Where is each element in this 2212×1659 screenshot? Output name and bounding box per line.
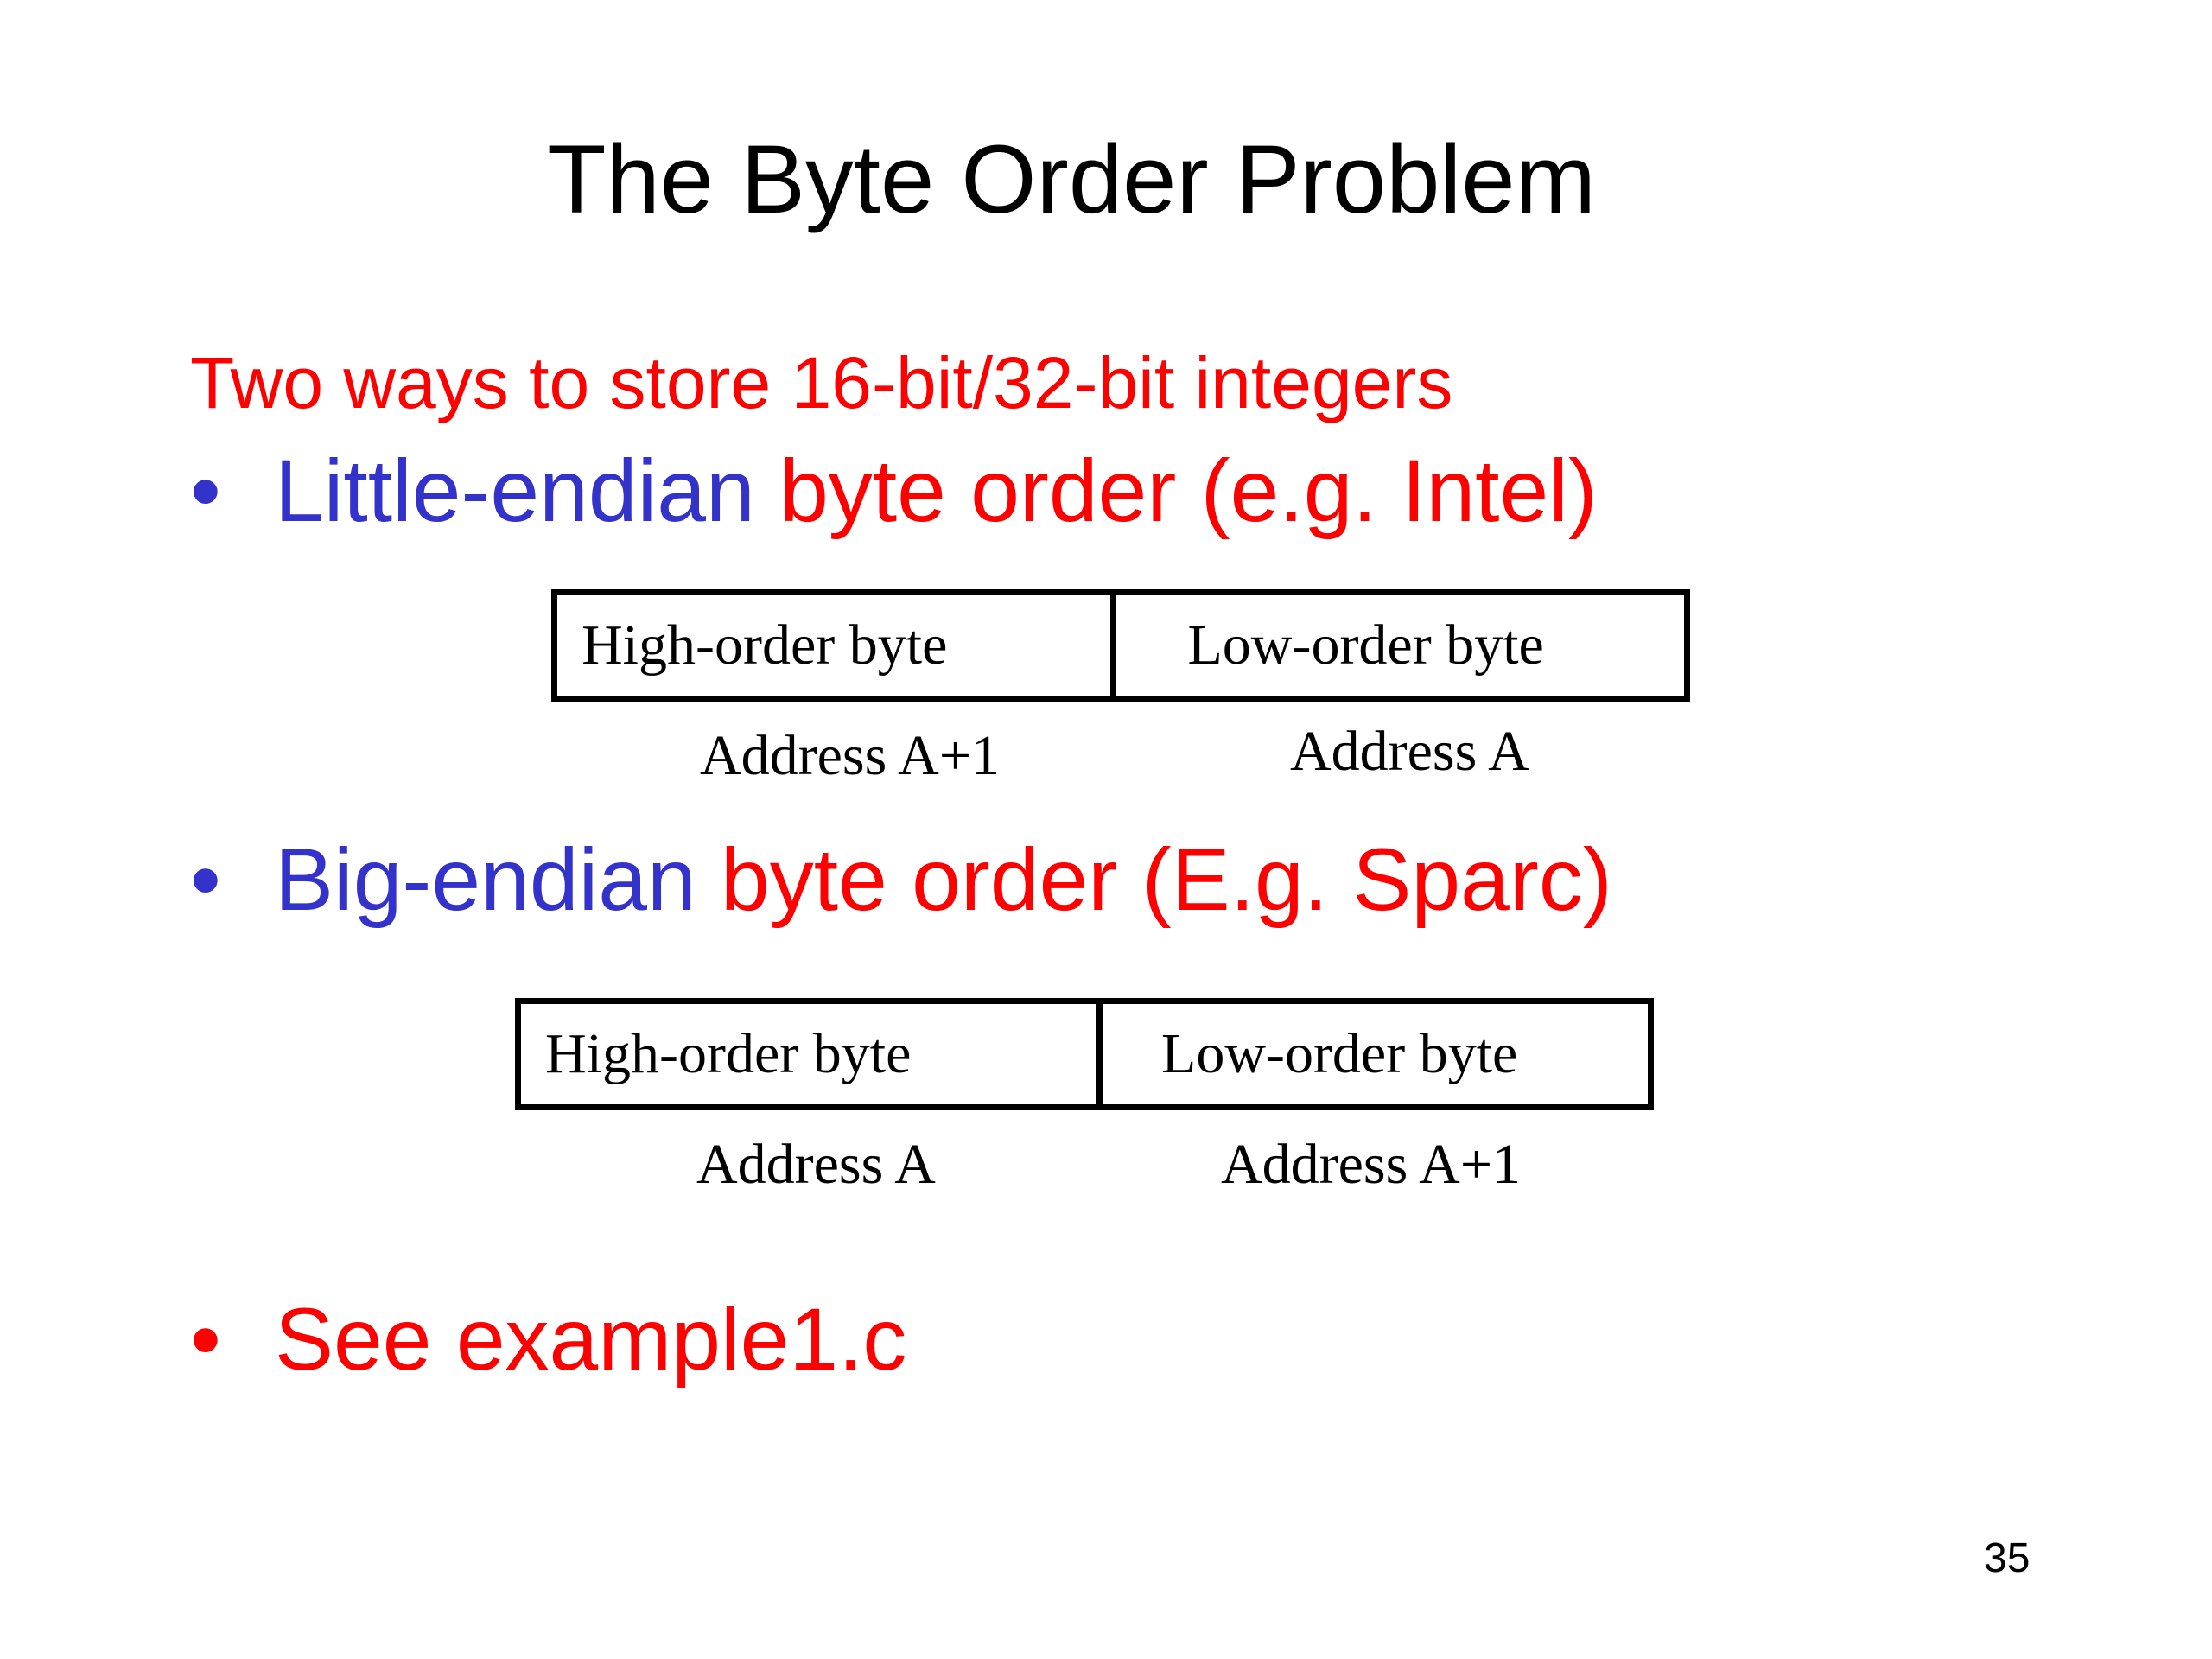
little-endian-diagram: High-order byte Low-order byte	[551, 589, 1690, 702]
bullet-symbol: •	[190, 1290, 221, 1389]
intro-text: Two ways to store 16-bit/32-bit integers	[190, 342, 1453, 423]
byte-cell-low: Low-order byte	[1187, 613, 1544, 677]
slide-title: The Byte Order Problem	[547, 125, 1596, 233]
bullet-big-endian: • Big-endian byte order (E.g. Sparc)	[190, 828, 1612, 931]
address-label: Address A	[1290, 720, 1529, 783]
address-label: Address A+1	[700, 724, 1001, 787]
bullet-text: byte order (e.g. Intel)	[754, 442, 1598, 540]
bullet-symbol: •	[190, 442, 221, 540]
bullet-little-endian: • Little-endian byte order (e.g. Intel)	[190, 439, 1598, 543]
page-number: 35	[1984, 1535, 2031, 1581]
byte-cell-high: High-order byte	[521, 1004, 1103, 1104]
bullet-see-example: • See example1.c	[190, 1287, 906, 1391]
byte-cell-low: Low-order byte	[1161, 1022, 1518, 1085]
bullet-highlight: Big-endian	[275, 830, 696, 929]
bullet-highlight: Little-endian	[275, 442, 755, 540]
address-label: Address A	[696, 1133, 936, 1196]
bullet-symbol: •	[190, 830, 221, 929]
address-label: Address A+1	[1221, 1133, 1522, 1196]
bullet-text: See example1.c	[275, 1290, 907, 1389]
bullet-text: byte order (E.g. Sparc)	[696, 830, 1612, 929]
byte-cell-high: High-order byte	[557, 595, 1117, 696]
big-endian-diagram: High-order byte Low-order byte	[515, 998, 1654, 1110]
